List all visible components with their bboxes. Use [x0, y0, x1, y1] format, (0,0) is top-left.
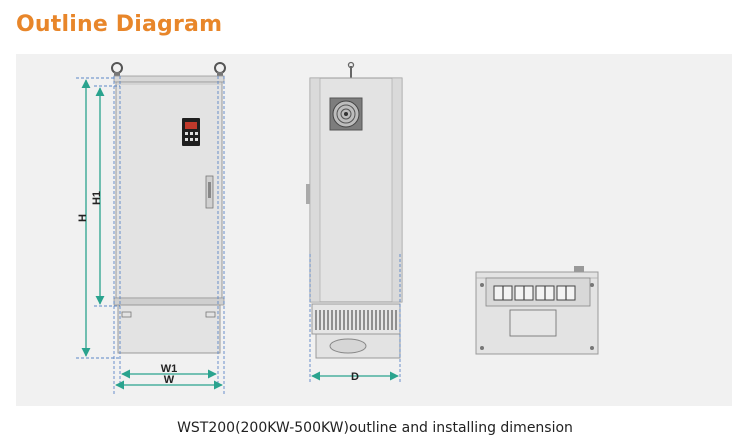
cooling-fan-icon [329, 97, 363, 131]
dimension-h1: H1 [91, 87, 105, 305]
dimension-h: H [77, 79, 91, 357]
keypad-display-icon [182, 118, 200, 146]
dimension-label-w1: W1 [161, 363, 178, 375]
diagram-panel: H H1 W1 W [16, 54, 732, 406]
dimension-label-w: W [164, 374, 175, 386]
page-title: Outline Diagram [16, 12, 223, 37]
outline-diagram: H H1 W1 W [76, 61, 599, 394]
dimension-w: W [115, 374, 223, 390]
dimension-label-d: D [351, 371, 359, 383]
lifting-eye-left [111, 62, 123, 78]
top-view-cabinet [475, 266, 599, 355]
dimension-label-h: H [77, 214, 89, 222]
dimension-label-h1: H1 [91, 191, 103, 205]
dimension-d: D [311, 371, 399, 383]
door-handle-icon [205, 175, 214, 209]
dimension-w1: W1 [121, 363, 217, 379]
side-view-cabinet [306, 61, 403, 384]
lifting-eye-right [214, 62, 226, 78]
diagram-caption: WST200(200KW-500KW)outline and installin… [177, 420, 573, 436]
front-view-cabinet [76, 62, 226, 394]
